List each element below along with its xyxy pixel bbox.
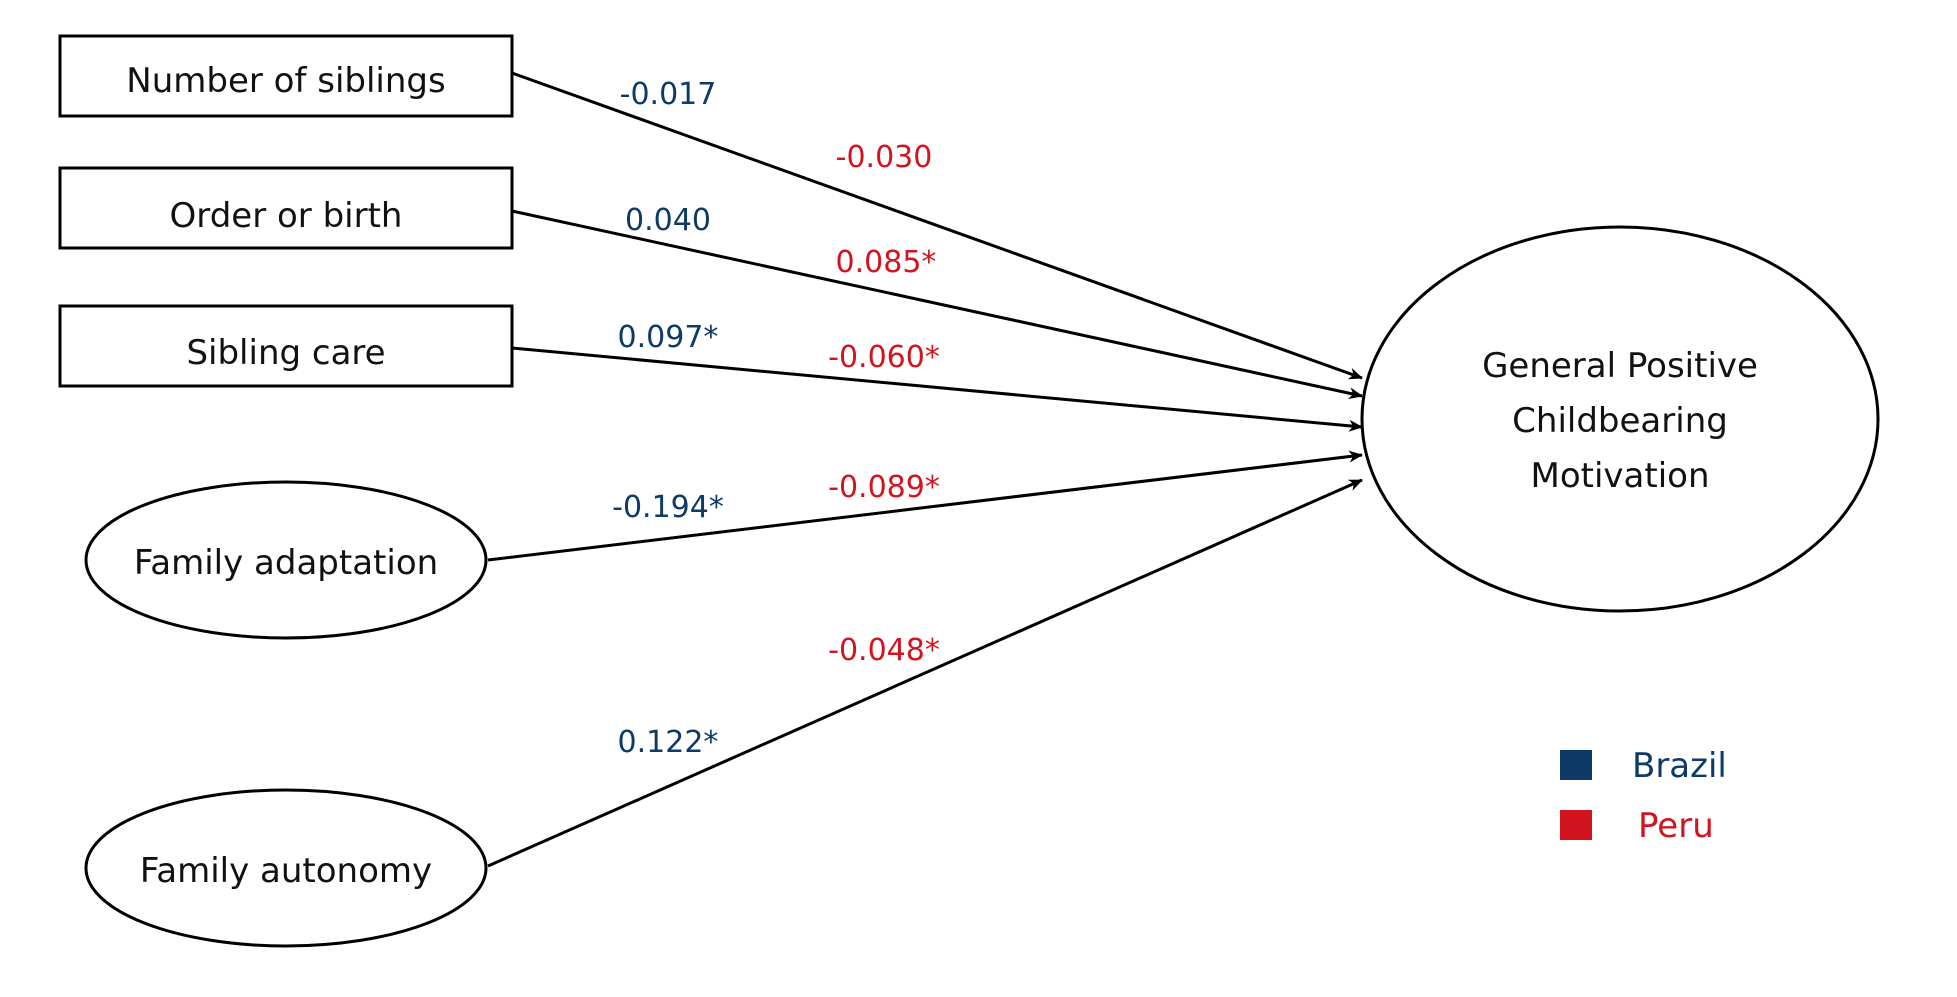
node-family-adaptation: Family adaptation	[84, 480, 488, 640]
coef-brazil-siblings: -0.017	[620, 77, 717, 112]
coef-peru-order: 0.085*	[836, 245, 937, 280]
node-label-siblings: Number of siblings	[126, 61, 445, 101]
legend: Brazil Peru	[1560, 746, 1727, 846]
legend-swatch-peru	[1560, 810, 1592, 840]
node-label-autonomy: Family autonomy	[140, 851, 432, 891]
node-label-adaptation: Family adaptation	[134, 543, 438, 583]
node-label-order: Order or birth	[170, 196, 403, 236]
outcome-label-line-2: Childbearing	[1512, 401, 1728, 441]
legend-label-peru: Peru	[1638, 806, 1714, 846]
coef-brazil-autonomy: 0.122*	[618, 725, 719, 760]
coef-peru-autonomy: -0.048*	[828, 633, 940, 668]
node-family-autonomy: Family autonomy	[84, 788, 488, 948]
outcome-label-line-1: General Positive	[1482, 346, 1758, 386]
coef-brazil-order: 0.040	[625, 203, 711, 238]
node-order-of-birth: Order or birth	[58, 166, 514, 250]
node-number-of-siblings: Number of siblings	[58, 34, 514, 118]
node-sibling-care: Sibling care	[58, 304, 514, 388]
outcome-label-line-3: Motivation	[1531, 456, 1710, 496]
coef-peru-siblings: -0.030	[836, 140, 933, 175]
path-arrow-siblings	[511, 71, 1363, 380]
path-arrow-order	[511, 209, 1363, 400]
legend-swatch-brazil	[1560, 750, 1592, 780]
node-label-care: Sibling care	[186, 333, 385, 373]
coef-brazil-care: 0.097*	[618, 320, 719, 355]
path-arrow-adaptation	[487, 450, 1363, 562]
legend-label-brazil: Brazil	[1632, 746, 1727, 786]
path-arrow-care	[511, 346, 1363, 432]
coef-brazil-adaptation: -0.194*	[612, 490, 724, 525]
coef-peru-adaptation: -0.089*	[828, 470, 940, 505]
node-general-positive-childbearing-motivation: General Positive Childbearing Motivation	[1360, 225, 1880, 613]
path-arrow-autonomy	[487, 478, 1363, 868]
coef-peru-care: -0.060*	[828, 340, 940, 375]
